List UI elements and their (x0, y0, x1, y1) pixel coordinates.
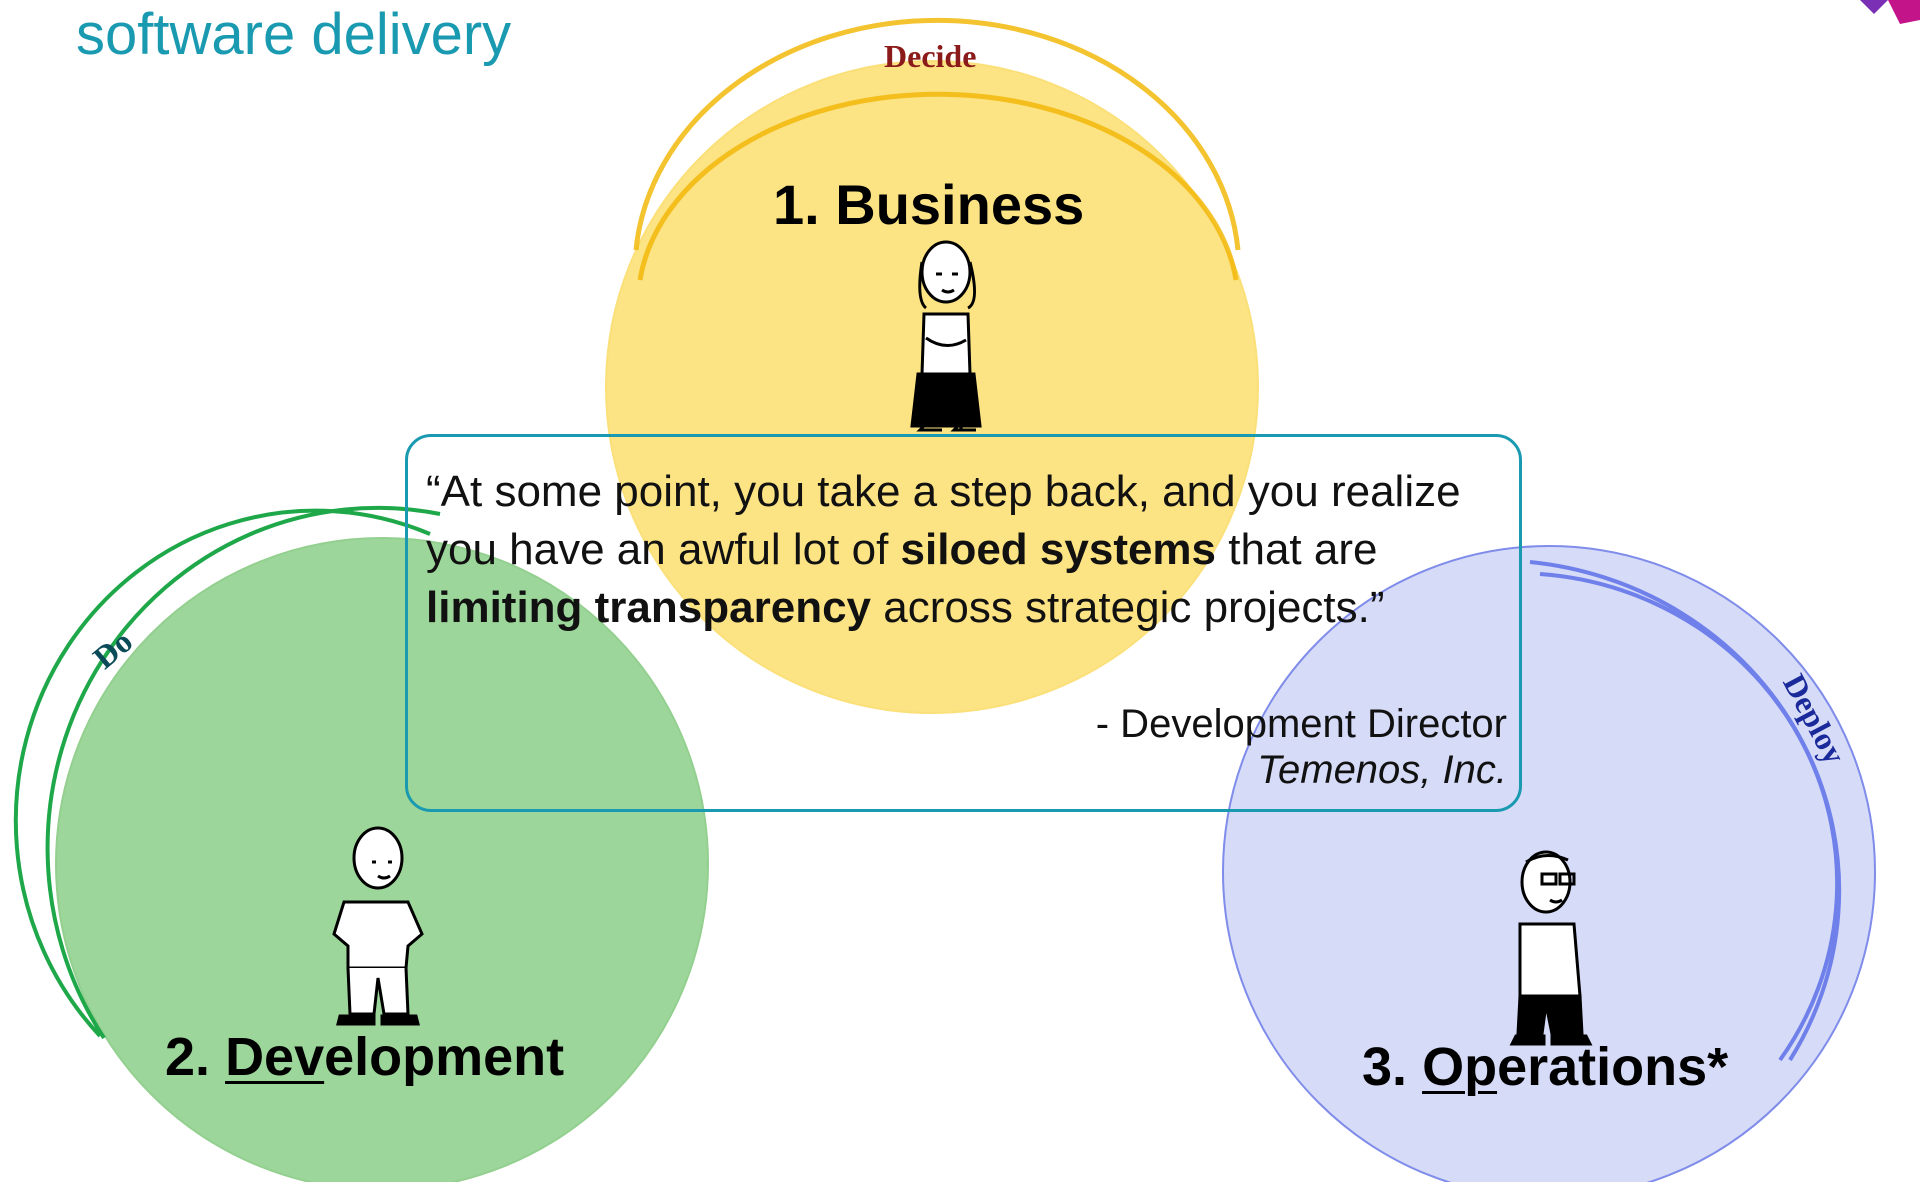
operations-label: 3. Operations* (1362, 1037, 1729, 1097)
slide-title: software delivery (76, 0, 511, 86)
woman-figure (910, 240, 982, 432)
man-with-glasses-figure (1509, 850, 1593, 1046)
corner-logo-icon (1860, 0, 1920, 24)
quote-box: “At some point, you take a step back, an… (405, 434, 1522, 812)
man-figure (332, 826, 424, 1026)
do-arc-outer (45, 505, 441, 1040)
deploy-arc-inner (1539, 572, 1840, 1062)
title-line-2: software delivery (76, 2, 512, 67)
development-label: 2. Development (165, 1027, 565, 1087)
quote-attribution: - Development Director Temenos, Inc. (1096, 701, 1507, 793)
decide-arc-outer (633, 17, 1241, 251)
attribution-role: - Development Director (1095, 702, 1507, 746)
business-label: 1. Business (773, 173, 1085, 236)
quote-text: “At some point, you take a step back, an… (426, 467, 1461, 632)
decide-arc-inner (637, 91, 1239, 281)
do-arc-inner (13, 508, 431, 1038)
decide-label: Decide (884, 38, 977, 74)
attribution-company: Temenos, Inc. (1257, 748, 1507, 792)
